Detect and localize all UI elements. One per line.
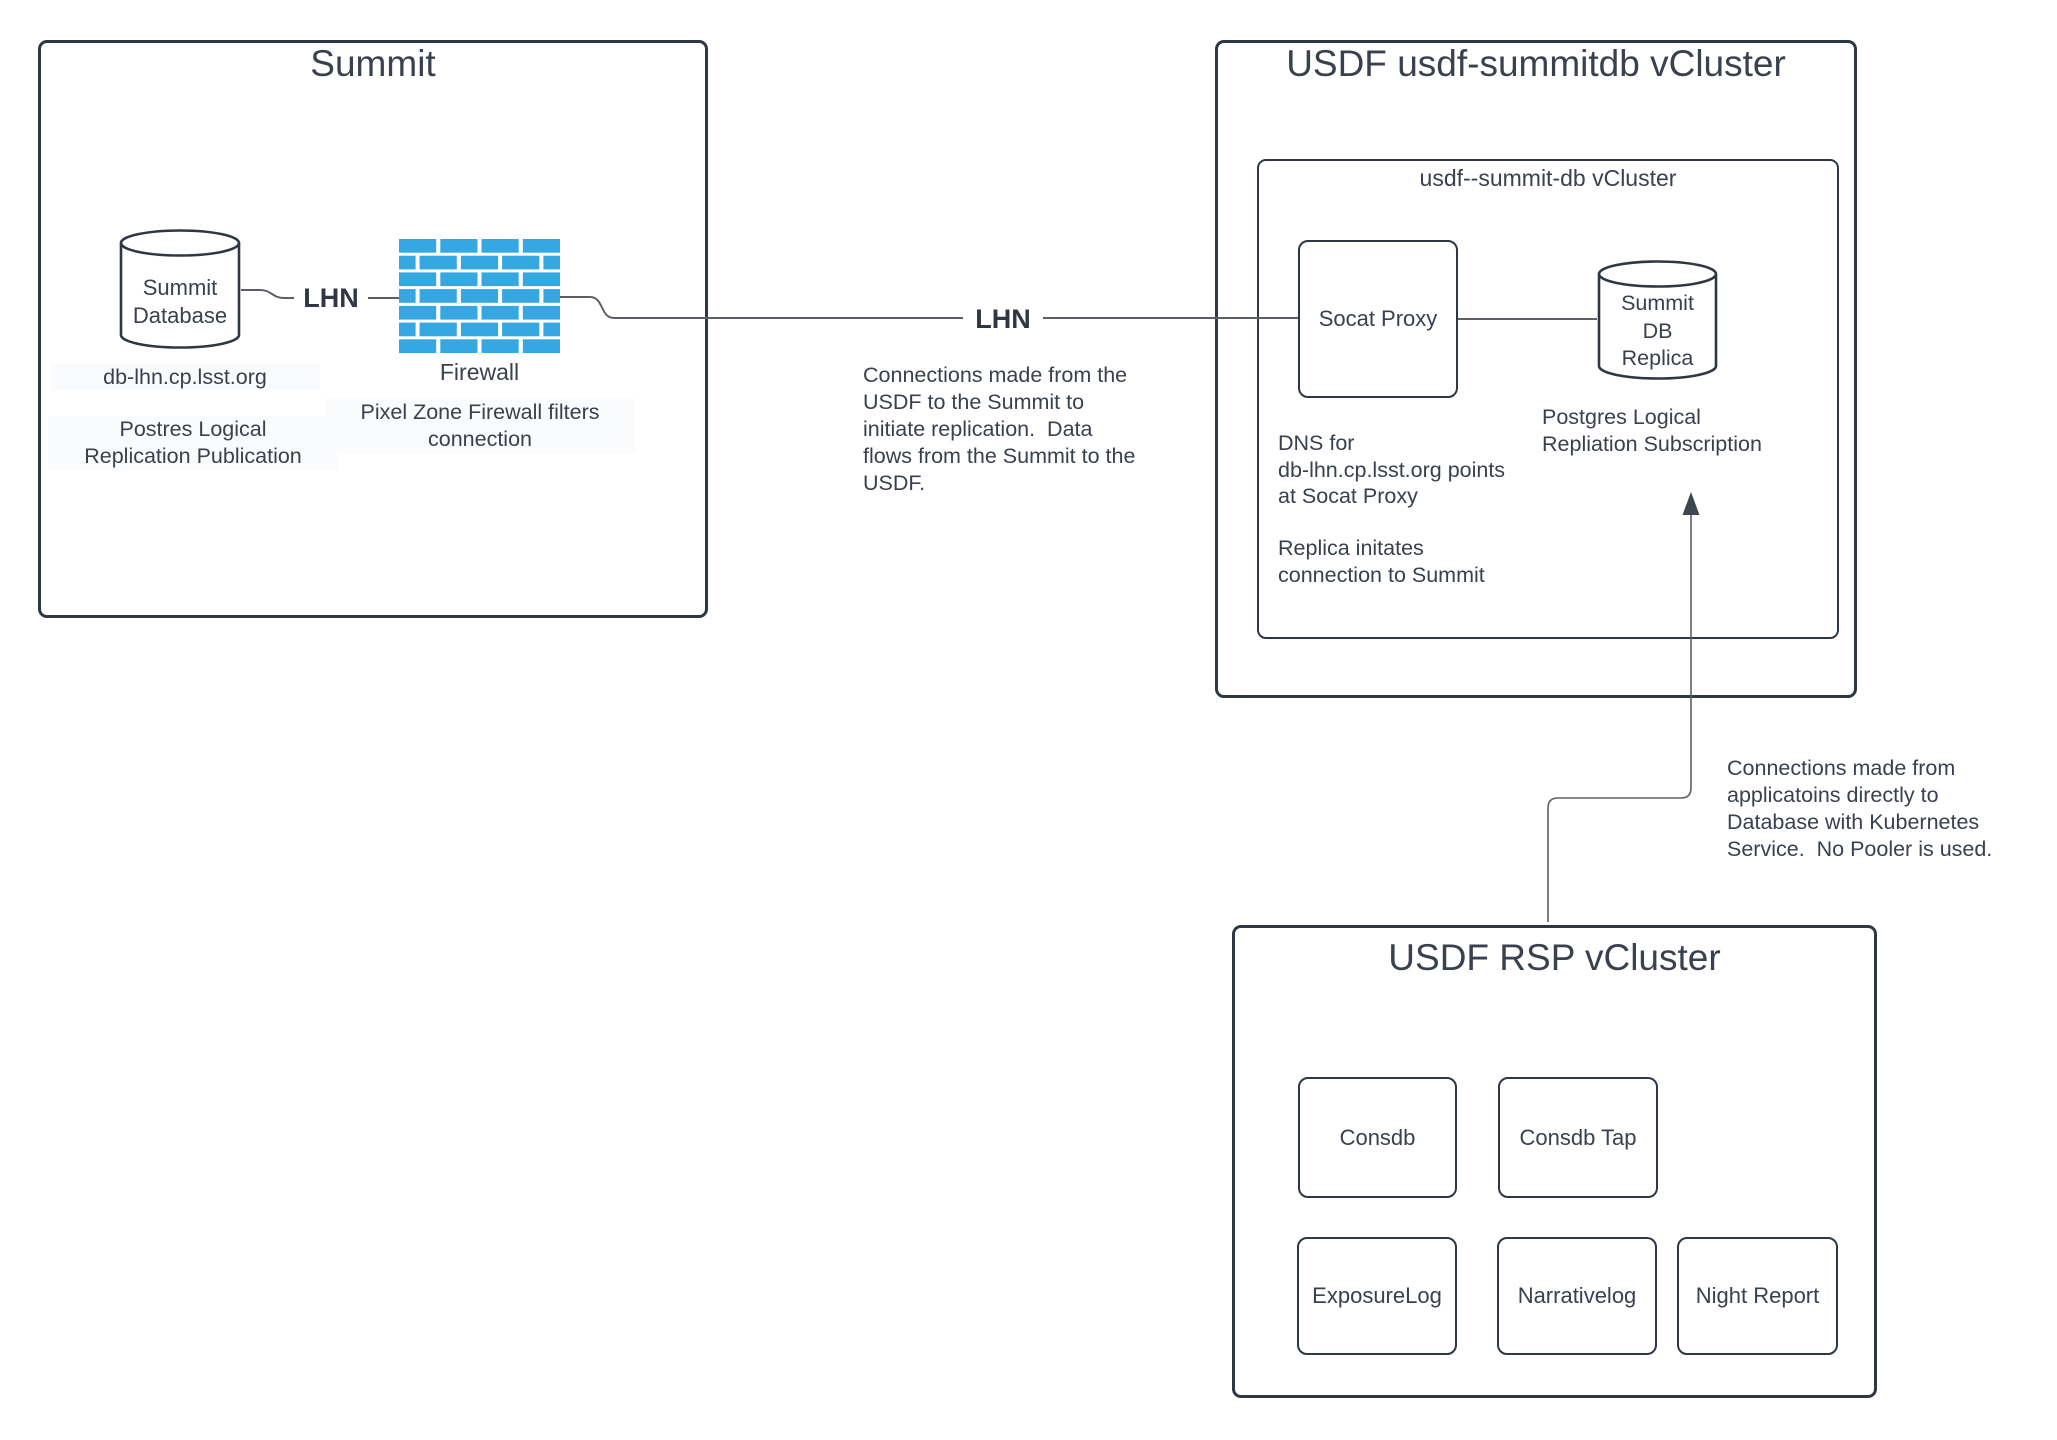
replica-initiates-note: Replica initates connection to Summit — [1278, 536, 1485, 587]
dns-note: DNS for db-lhn.cp.lsst.org points at Soc… — [1278, 431, 1506, 508]
narrativelog-node: Narrativelog — [1497, 1237, 1657, 1355]
summit-db-hostname: db-lhn.cp.lsst.org — [50, 364, 320, 391]
consdb-node: Consdb — [1298, 1077, 1457, 1198]
summit-title: Summit — [310, 43, 436, 84]
exposurelog-node: ExposureLog — [1297, 1237, 1457, 1355]
rsp-cluster-title: USDF RSP vCluster — [1388, 937, 1721, 978]
summitdb-cluster-title: USDF usdf-summitdb vCluster — [1286, 43, 1786, 84]
night-report-node: Night Report — [1677, 1237, 1838, 1355]
consdb-tap-node: Consdb Tap — [1498, 1077, 1658, 1198]
subscription-caption: Postgres Logical Repliation Subscription — [1542, 405, 1762, 456]
lhn-label-summit: LHN — [294, 283, 368, 313]
kubernetes-service-note: Connections made from applicatoins direc… — [1727, 756, 1993, 861]
lhn-label-link: LHN — [965, 304, 1041, 334]
summit-db-publication-caption: Postres Logical Replication Publication — [48, 416, 338, 470]
summit-db-replica-label: Summit DB Replica — [1621, 291, 1694, 370]
summitdb-inner-title: usdf--summit-db vCluster — [1419, 165, 1677, 191]
firewall-note: Pixel Zone Firewall filters connection — [325, 399, 635, 453]
summit-database-label: Summit Database — [132, 275, 228, 328]
replication-link-note: Connections made from the USDF to the Su… — [863, 363, 1136, 495]
socat-proxy-node: Socat Proxy — [1298, 240, 1458, 398]
firewall-label: Firewall — [439, 359, 520, 385]
